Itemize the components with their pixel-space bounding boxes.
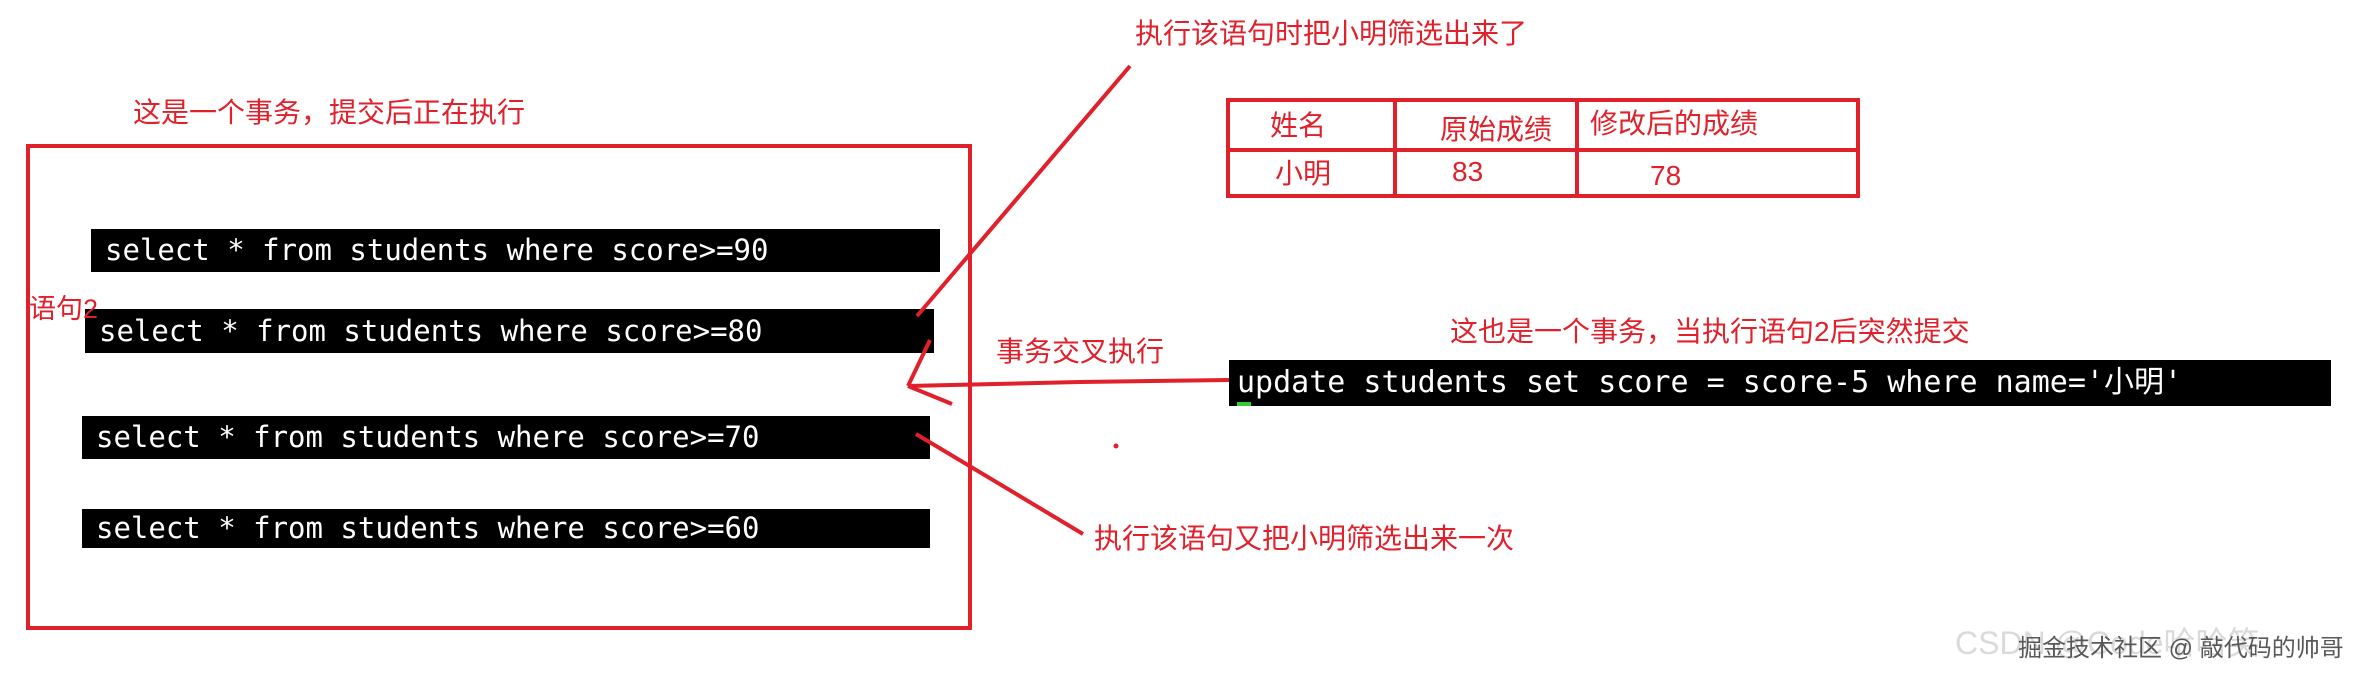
sql-statement-1: select * from students where score>=90 [91,229,940,272]
watermark-front: 掘金技术社区 @ 敲代码的帅哥 [2018,635,2344,662]
line-second-select [914,432,1085,536]
header-name: 姓名 [1270,110,1327,141]
cell-modified-score: 78 [1650,160,1682,191]
sql-update-statement: update students set score = score-5 wher… [1229,360,2331,406]
arrow-interleave [907,378,1230,388]
sql-statement-2: select * from students where score>=80 [85,309,934,353]
header-modified-score: 修改后的成绩 [1590,108,1759,139]
transaction1-caption: 这是一个事务，提交后正在执行 [133,97,526,128]
annotation-interleave: 事务交叉执行 [996,336,1165,367]
transaction1-box [26,144,972,630]
cell-original-score: 83 [1452,156,1484,187]
score-table: 姓名 原始成绩 修改后的成绩 小明 83 78 [1226,98,1860,198]
transaction2-caption: 这也是一个事务，当执行语句2后突然提交 [1450,316,1970,347]
arrowhead-lower [907,384,953,406]
cell-name: 小明 [1275,158,1332,189]
watermark-back: CSDN @Code哈哈笑 [1955,625,2260,661]
sql-statement-4: select * from students where score>=60 [82,509,930,548]
stray-dot [1113,443,1119,449]
sql-statement-3: select * from students where score>=70 [82,416,930,459]
annotation-first-select: 执行该语句时把小明筛选出来了 [1135,18,1528,49]
statement-2-label: 语句2 [29,294,99,324]
terminal-cursor [1237,402,1251,406]
arrowhead-upper [906,339,932,387]
annotation-second-select: 执行该语句又把小明筛选出来一次 [1094,523,1515,554]
header-original-score: 原始成绩 [1440,114,1553,145]
line-first-select [915,64,1132,318]
